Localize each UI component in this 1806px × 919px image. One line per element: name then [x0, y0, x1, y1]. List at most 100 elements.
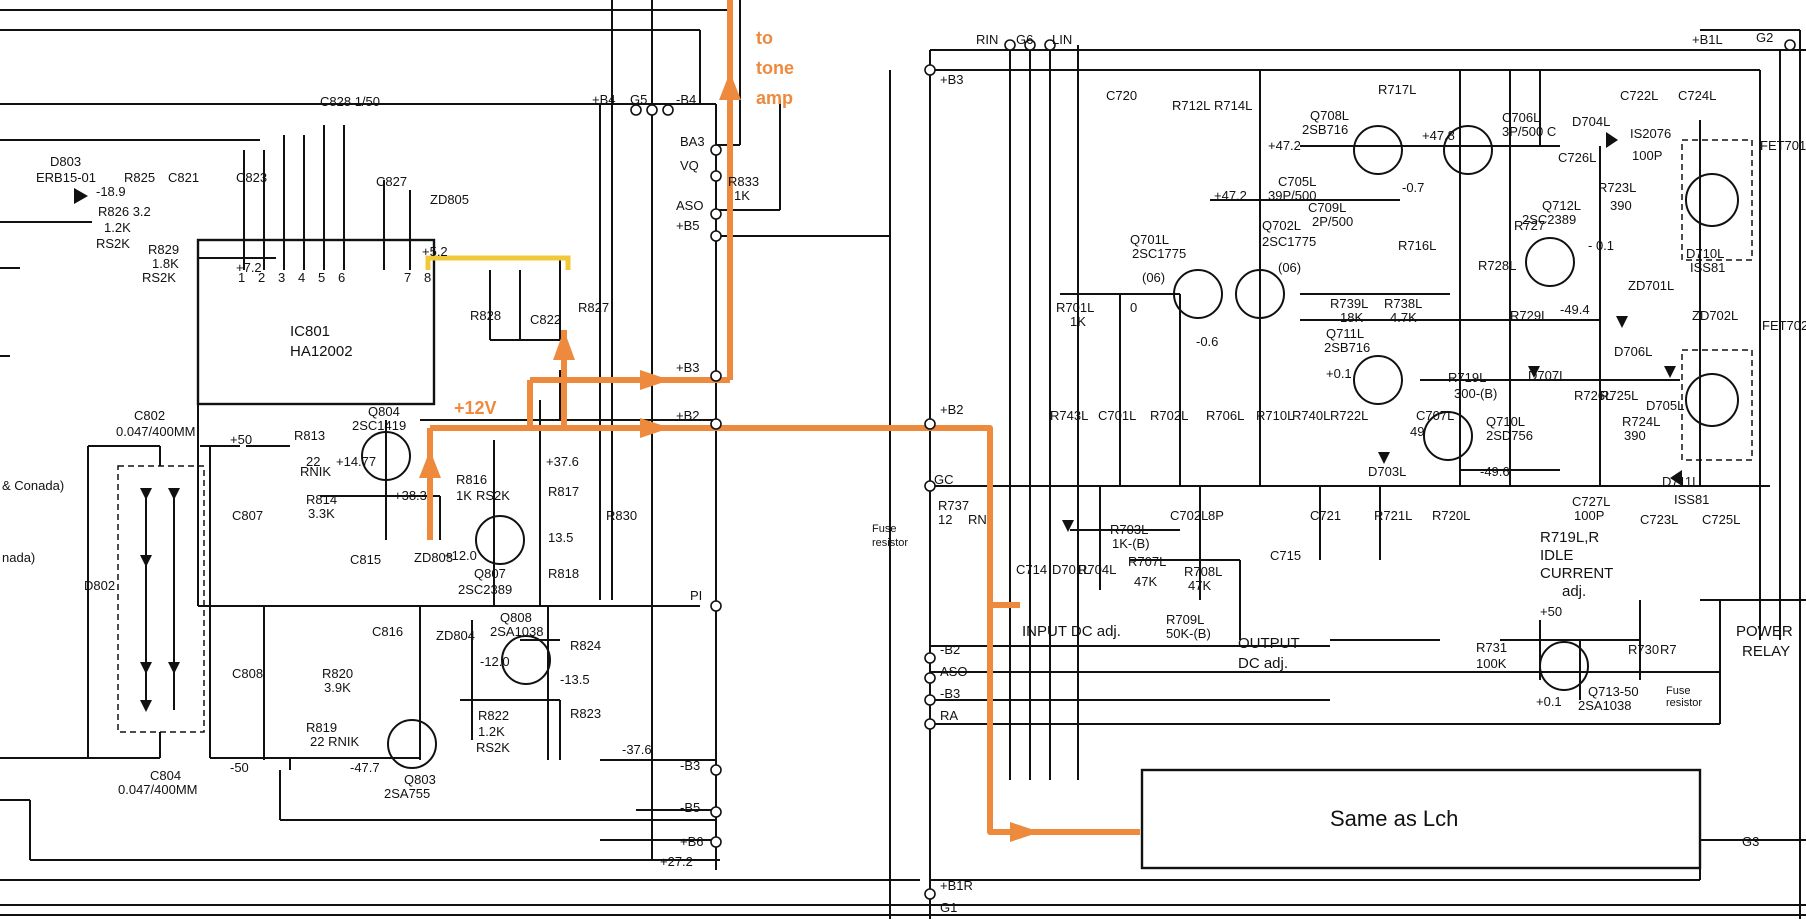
rail-b6: +B6 — [680, 834, 704, 849]
v-37-6: +37.6 — [546, 454, 579, 469]
r824-label: R824 — [570, 638, 601, 653]
q808-part: 2SA1038 — [490, 624, 544, 639]
r833-value: 1K — [734, 188, 750, 203]
r709-label: R709L — [1166, 612, 1204, 627]
c802-label: C802 — [134, 408, 165, 423]
p8-label: 8P — [1208, 508, 1224, 523]
q807-symbol — [475, 515, 525, 565]
q712-part: 2SC2389 — [1522, 212, 1576, 227]
r822-label: R822 — [478, 708, 509, 723]
q713-ref: Q713-50 — [1588, 684, 1639, 699]
d706-symbol — [1616, 316, 1628, 328]
r816-value: 1K — [456, 488, 472, 503]
q701-symbol — [1173, 269, 1223, 319]
to-label: to — [756, 28, 773, 48]
c706-label: C706L — [1502, 110, 1540, 125]
rail-b5: +B5 — [676, 218, 700, 233]
d707-symbol — [1528, 366, 1540, 378]
c709-label: C709L — [1308, 200, 1346, 215]
ic-pin-8: 8 — [424, 270, 431, 285]
r701-label: R701L — [1056, 300, 1094, 315]
v-47-8: +47.8 — [1422, 128, 1455, 143]
rnik-label: RNIK — [300, 464, 331, 479]
c722-label: C722L — [1620, 88, 1658, 103]
ic-part: HA12002 — [290, 343, 353, 360]
ic-ref: IC801 — [290, 323, 330, 340]
relay-label: RELAY — [1742, 643, 1790, 660]
r833-label: R833 — [728, 174, 759, 189]
rail-b2-l: +B2 — [676, 408, 700, 423]
d703-symbol — [1378, 452, 1390, 464]
q702-symbol — [1235, 269, 1285, 319]
q708-ref: Q708L — [1310, 108, 1349, 123]
r820-value: 3.9K — [324, 680, 351, 695]
r721-label: R721L — [1374, 508, 1412, 523]
rail-mb4: -B4 — [676, 92, 696, 107]
q702-rank: (06) — [1278, 260, 1301, 275]
r708-label: R708L — [1184, 564, 1222, 579]
r743-label: R743L — [1050, 408, 1088, 423]
zd803-label: ZD803 — [414, 550, 453, 565]
d706-label: D706L — [1614, 344, 1652, 359]
v-p0-1-b: +0.1 — [1536, 694, 1562, 709]
c827-label: C827 — [376, 174, 407, 189]
v-47-2-a: +47.2 — [1268, 138, 1301, 153]
zd701-label: ZD701L — [1628, 278, 1674, 293]
c724-label: C724L — [1678, 88, 1716, 103]
bridge-diode-2 — [168, 488, 180, 500]
v-m37-6: -37.6 — [622, 742, 652, 757]
r723-label: R723L — [1598, 180, 1636, 195]
v-13-5: 13.5 — [548, 530, 573, 545]
zd702-label: ZD702L — [1692, 308, 1738, 323]
q708-part: 2SB716 — [1302, 122, 1348, 137]
v-m12: -12.0 — [480, 654, 510, 669]
d711-symbol — [1670, 470, 1682, 486]
rail-aso-l: ASO — [676, 198, 703, 213]
c723-label: C723L — [1640, 512, 1678, 527]
r826-type: RS2K — [96, 236, 130, 251]
ic-pin-2: 2 — [258, 270, 265, 285]
rail-mb2: -B2 — [940, 642, 960, 657]
rail-aso-r: ASO — [940, 664, 967, 679]
d803-part: ERB15-01 — [36, 170, 96, 185]
v-12-0: +12.0 — [444, 548, 477, 563]
r818-label: R818 — [548, 566, 579, 581]
r707-value: 47K — [1134, 574, 1157, 589]
r826-label: R826 3.2 — [98, 204, 151, 219]
arrow-up-12v-b — [419, 450, 441, 478]
fet702-label: FET702L 2SJ48 — [1762, 318, 1806, 333]
tone-label: tone — [756, 58, 794, 78]
r703-label: R703L — [1110, 522, 1148, 537]
v-m49-6: -49.6 — [1480, 464, 1510, 479]
plus12v-label: +12V — [454, 398, 497, 418]
rail-b1l: +B1L — [1692, 32, 1723, 47]
c725-label: C725L — [1702, 512, 1740, 527]
r737-type: RN — [968, 512, 987, 527]
q712-symbol — [1525, 237, 1575, 287]
r731-value: 100K — [1476, 656, 1507, 671]
r710-label: R710L — [1256, 408, 1294, 423]
d707-label: D707L — [1528, 368, 1566, 383]
r739-value: 18K — [1340, 310, 1363, 325]
d705-label: D705L — [1646, 398, 1684, 413]
bridge-diode-1 — [140, 488, 152, 500]
r701-value: 1K — [1070, 314, 1086, 329]
v-0: 0 — [1130, 300, 1137, 315]
q708-symbol — [1353, 125, 1403, 175]
r727-label: R727 — [1514, 218, 1545, 233]
c823-label: C823 — [236, 170, 267, 185]
arrow-up-12v-a — [553, 330, 575, 360]
resistor-label-1: resistor — [872, 537, 908, 549]
rail-mb3-l: -B3 — [680, 758, 700, 773]
r825-label: R825 — [124, 170, 155, 185]
r709-value: 50K-(B) — [1166, 626, 1211, 641]
ic-pin-6: 6 — [338, 270, 345, 285]
c702-label: C702L — [1170, 508, 1208, 523]
d711-label: D711L — [1662, 474, 1699, 489]
r712-label: R712L — [1172, 98, 1210, 113]
r704-label: R704L — [1078, 562, 1116, 577]
rail-g3: G3 — [1742, 834, 1759, 849]
q701-part: 2SC1775 — [1132, 246, 1186, 261]
q803-ref: Q803 — [404, 772, 436, 787]
